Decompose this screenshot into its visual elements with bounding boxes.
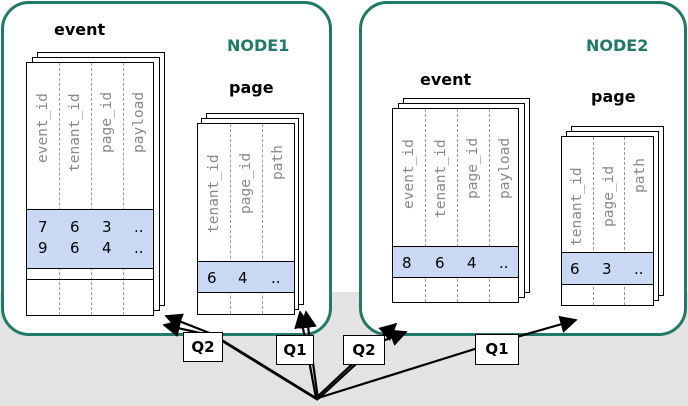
cell: 6 bbox=[207, 269, 217, 287]
column-divider bbox=[593, 137, 594, 305]
row-divider bbox=[27, 279, 153, 280]
highlighted-rows: 7 6 3 .. 9 6 4 .. bbox=[26, 209, 154, 269]
query-label-q1: Q1 bbox=[276, 335, 314, 365]
cell: 6 bbox=[70, 239, 80, 257]
node1-event-title: event bbox=[54, 20, 106, 39]
cell: 4 bbox=[238, 269, 248, 287]
node2-event-table: event_id tenant_id page_id payload 8 6 4… bbox=[392, 108, 519, 303]
column-divider bbox=[624, 137, 625, 305]
column-divider bbox=[262, 124, 263, 314]
column-divider bbox=[489, 109, 490, 302]
cell: 3 bbox=[602, 260, 612, 278]
cell: 6 bbox=[70, 218, 80, 236]
query-label-q2: Q2 bbox=[183, 332, 223, 362]
cell: .. bbox=[634, 260, 644, 278]
cell: 6 bbox=[435, 254, 445, 272]
column-divider bbox=[91, 63, 92, 315]
cell: 4 bbox=[467, 254, 477, 272]
column-divider bbox=[123, 63, 124, 315]
node2-label: NODE2 bbox=[586, 36, 649, 55]
cell: .. bbox=[134, 239, 144, 257]
cell: 7 bbox=[38, 218, 48, 236]
node1-label: NODE1 bbox=[227, 36, 290, 55]
column-divider bbox=[425, 109, 426, 302]
column-divider bbox=[59, 63, 60, 315]
cell: 9 bbox=[38, 239, 48, 257]
column-divider bbox=[230, 124, 231, 314]
cell: .. bbox=[499, 254, 509, 272]
highlighted-row: 6 4 .. bbox=[197, 261, 295, 293]
cell: 4 bbox=[102, 239, 112, 257]
cell: 6 bbox=[570, 260, 580, 278]
query-label-q2: Q2 bbox=[343, 335, 385, 365]
query-label-q1: Q1 bbox=[475, 334, 519, 365]
node1-page-table: tenant_id page_id path 6 4 .. bbox=[197, 123, 295, 315]
cell: 8 bbox=[402, 254, 412, 272]
cell: .. bbox=[271, 269, 281, 287]
cell: 3 bbox=[102, 218, 112, 236]
highlighted-row: 8 6 4 .. bbox=[392, 246, 519, 278]
node2-event-title: event bbox=[420, 70, 472, 89]
column-divider bbox=[457, 109, 458, 302]
highlighted-row: 6 3 .. bbox=[561, 252, 654, 285]
cell: .. bbox=[134, 218, 144, 236]
node1-page-title: page bbox=[229, 78, 274, 97]
node1-event-table: event_id tenant_id page_id payload 7 6 3… bbox=[26, 62, 154, 316]
node2-page-table: tenant_id page_id path 6 3 .. bbox=[561, 136, 654, 306]
node2-page-title: page bbox=[591, 87, 636, 106]
